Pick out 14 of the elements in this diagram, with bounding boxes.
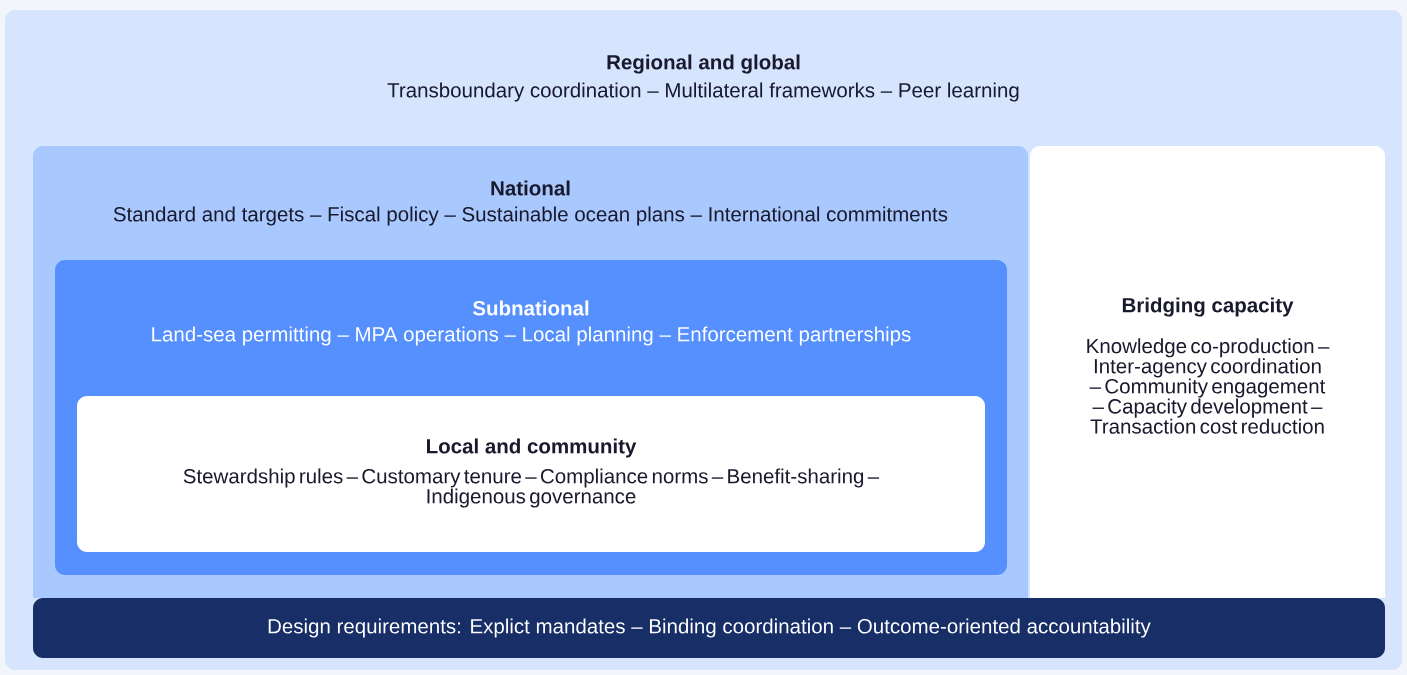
level-description: Knowledge co-production – Inter-agency coordination – Community engagement – Capacity development – Transaction cost reduction bbox=[1087, 338, 1330, 434]
level-description: Standard and targets – Fiscal policy – Sustainable ocean plans – International commitments bbox=[113, 206, 948, 226]
level-box bbox=[77, 396, 985, 552]
level-description: Land-sea permitting – MPA operations – Local planning – Enforcement partnerships bbox=[152, 326, 911, 346]
level-heading: Regional and global bbox=[607, 54, 800, 74]
level-box bbox=[1030, 146, 1385, 598]
level-description: Design requirements: Explict mandates – Binding coordination – Outcome-oriented accountability bbox=[268, 618, 1151, 638]
level-heading: Subnational bbox=[472, 300, 589, 316]
level-heading: Bridging capacity bbox=[1122, 297, 1294, 317]
level-description: Transboundary coordination – Multilateral frameworks – Peer learning bbox=[387, 82, 1019, 102]
level-heading: Local and community bbox=[427, 438, 637, 458]
level-description: Stewardship rules – Customary tenure – Compliance norms – Benefit-sharing – Indigenous governance bbox=[183, 468, 880, 508]
design-requirements-bar bbox=[33, 598, 1385, 658]
level-heading: National bbox=[491, 180, 570, 196]
